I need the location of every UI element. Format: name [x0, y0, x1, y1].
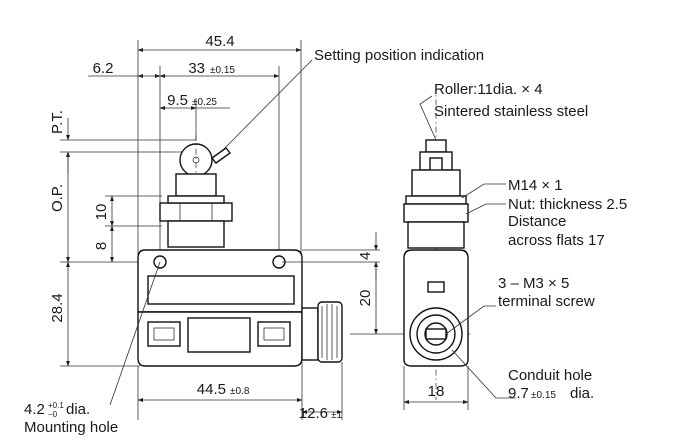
label-mount-dia-unit: dia.: [66, 401, 90, 418]
dim-hole-pitch: 33: [188, 60, 205, 77]
dim-base-width-tol: ±0.8: [230, 386, 250, 397]
dim-left-offset: 6.2: [93, 60, 114, 77]
label-pt: P.T.: [49, 110, 66, 134]
label-thread: M14 × 1: [508, 177, 563, 194]
dim-nut-height: 10: [93, 204, 110, 221]
label-mount-tol-plus: +0.1: [48, 401, 64, 410]
terminal-window-left: [147, 321, 181, 347]
label-op: O.P.: [49, 184, 66, 212]
dim-body-height: 28.4: [49, 293, 66, 322]
leader-thread: [461, 183, 506, 199]
label-roller-line2: Sintered stainless steel: [434, 103, 588, 120]
thread-lower: [167, 220, 225, 248]
dim-side-width: 18: [428, 383, 445, 400]
label-mount-dia: 4.2: [24, 401, 45, 418]
side-thread-lower: [407, 221, 465, 249]
dim-top-to-hole: 4: [357, 252, 374, 260]
side-thread-top: [405, 195, 467, 205]
leader-nut: [465, 203, 506, 215]
body-panel: [147, 275, 295, 305]
leader-terminal-screw: [445, 305, 496, 335]
label-setting-position: Setting position indication: [314, 47, 484, 64]
label-terminal-line1: 3 – M3 × 5: [498, 275, 569, 292]
leader-roller: [419, 95, 437, 141]
side-view: 4 20 18 Roller:11dia. × 4 Sintered stain…: [282, 81, 627, 410]
label-nut-line3: across flats 17: [508, 232, 605, 249]
side-nut: [403, 203, 469, 223]
label-nut-line2: Distance: [508, 213, 566, 230]
conduit-fitting: [317, 301, 343, 363]
dim-plunger-offset-tol: ±0.25: [192, 97, 217, 108]
terminal-screw-slot: [425, 328, 447, 340]
leader-setting-position: [217, 59, 313, 156]
label-roller-line1: Roller:11dia. × 4: [434, 81, 543, 98]
thread-upper: [167, 195, 225, 204]
label-nut-line1: Nut: thickness 2.5: [508, 196, 627, 213]
label-mounting-hole: Mounting hole: [24, 419, 118, 436]
dim-base-width: 44.5: [197, 381, 226, 398]
leader-mounting-hole: [109, 261, 161, 406]
dim-plunger-offset: 9.5: [167, 92, 188, 109]
leader-conduit-hole: [451, 349, 516, 399]
label-terminal-line2: terminal screw: [498, 293, 595, 310]
label-conduit-dia: 9.7: [508, 385, 529, 402]
plunger-housing: [175, 173, 217, 197]
side-roller-top: [425, 139, 447, 153]
dim-conduit-len: 12.6: [299, 405, 328, 422]
dim-overall-width: 45.4: [205, 33, 234, 50]
dim-hole-pitch-tol: ±0.15: [210, 65, 235, 76]
label-mount-tol-minus: −0: [48, 410, 58, 419]
terminal-window-right: [257, 321, 291, 347]
front-view: 45.4 33 ±0.15 6.2 9.5 ±0.25 P.T. O.P. 28…: [24, 33, 484, 436]
conduit-collar: [301, 307, 319, 361]
dim-conduit-len-tol: ±1: [331, 410, 342, 421]
dim-thread-height: 8: [93, 242, 110, 250]
hex-nut: [159, 202, 233, 222]
terminal-window-center: [187, 317, 251, 353]
side-slot: [427, 281, 445, 293]
setting-indicator: [210, 147, 232, 164]
side-plunger-housing: [411, 169, 461, 197]
terminal-left-inner: [153, 327, 175, 341]
label-conduit-tol: ±0.15: [531, 390, 556, 401]
dim-hole-to-center: 20: [357, 290, 374, 307]
terminal-right-inner: [263, 327, 285, 341]
label-conduit-line1: Conduit hole: [508, 367, 592, 384]
label-conduit-dia-unit: dia.: [570, 385, 594, 402]
